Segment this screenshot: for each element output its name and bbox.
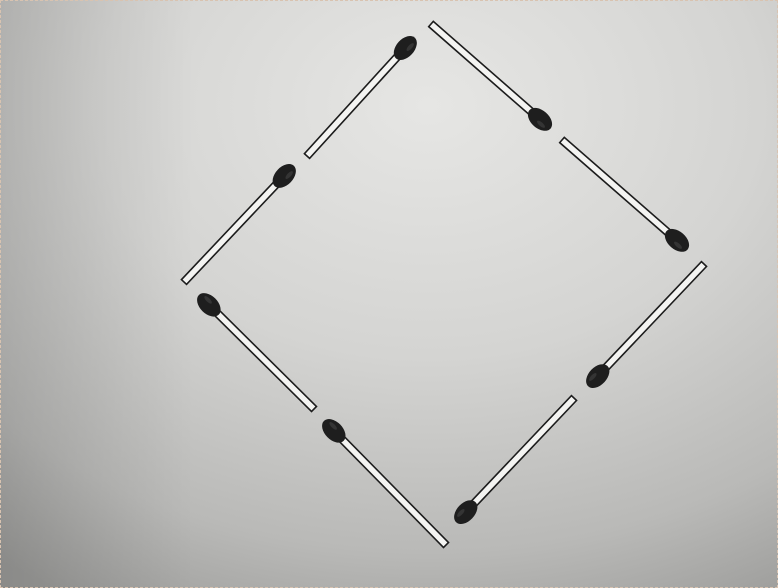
paper-shading <box>0 0 778 588</box>
photo <box>0 0 778 588</box>
matchstick-scene <box>0 0 778 588</box>
